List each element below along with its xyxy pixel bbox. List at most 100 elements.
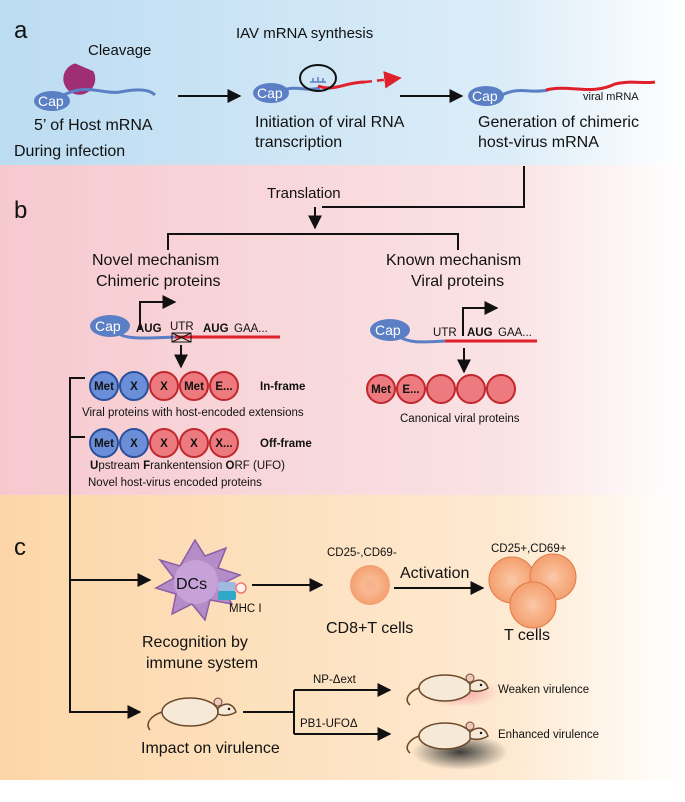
- initiation-label-1: Initiation of viral RNA: [255, 114, 405, 131]
- cap-icon-novel: [90, 315, 130, 337]
- panel-c-letter: c: [14, 534, 26, 561]
- mouse-icon: [147, 697, 237, 731]
- bead-x-4: [209, 428, 239, 458]
- base-pairing-icon: [310, 77, 326, 83]
- known-mechanism-label: Known mechanism: [386, 252, 521, 269]
- off-frame-label: Off-frame: [260, 438, 312, 450]
- bead-blank: [456, 374, 486, 404]
- start-arrow-novel: [139, 295, 177, 330]
- aug-known-label: AUG: [467, 327, 493, 339]
- tcells-label: T cells: [504, 627, 550, 644]
- dendritic-cell-icon: [154, 538, 242, 622]
- cd8-label: CD8+T cells: [326, 620, 413, 637]
- panel-a-background: [0, 0, 685, 165]
- activation-label: Activation: [400, 565, 469, 582]
- dcs-label: DCs: [176, 576, 207, 593]
- bead-x-2: [149, 371, 179, 401]
- viral-mrna-label: viral mRNA: [583, 91, 639, 103]
- cap-label-novel-text: Cap: [95, 318, 121, 334]
- bead-blank: [426, 374, 456, 404]
- bead-label: E...: [402, 384, 419, 396]
- weaken-label: Weaken virulence: [498, 684, 589, 696]
- bead-x-1: [119, 371, 149, 401]
- mouse-weaken-icon: [406, 673, 489, 706]
- mhc-block-1: [218, 582, 236, 591]
- bead-x-1: [119, 428, 149, 458]
- bead-e: [209, 371, 239, 401]
- mhc-label: MHC I: [229, 603, 262, 615]
- bead-label: Met: [94, 438, 114, 450]
- initiation-label-2: transcription: [255, 134, 342, 151]
- bead-label: X...: [215, 438, 232, 450]
- bead-label: Met: [94, 381, 114, 393]
- start-arrow-known: [462, 301, 499, 336]
- virulence-branch: [243, 690, 295, 734]
- bead-label: X: [130, 438, 138, 450]
- recognition-label-2: immune system: [146, 655, 258, 672]
- cap-label-initiation: Cap: [257, 85, 283, 101]
- cleavage-enzyme-icon: [63, 63, 96, 95]
- bead-label: Met: [371, 384, 391, 396]
- in-frame-desc: Viral proteins with host-encoded extensi…: [82, 407, 304, 419]
- recognition-label-1: Recognition by: [142, 634, 248, 651]
- cd-positive-label: CD25+,CD69+: [491, 543, 567, 555]
- cap-icon-initiation: [253, 83, 289, 103]
- chimeric-host-segment: [501, 88, 549, 97]
- chimeric-proteins-label: Chimeric proteins: [96, 273, 220, 290]
- bead-blank: [486, 374, 516, 404]
- cd-negative-label: CD25-,CD69-: [327, 547, 397, 559]
- viral-proteins-label: Viral proteins: [411, 273, 504, 290]
- branch-connector: [167, 233, 459, 250]
- pb1-label: PB1-UFOΔ: [300, 718, 358, 730]
- bead-met: [366, 374, 396, 404]
- bead-e: [396, 374, 426, 404]
- gaa-known-label: GAA...: [498, 327, 532, 339]
- bead-label: X: [190, 438, 198, 450]
- chimeric-viral-segment: [545, 80, 656, 92]
- cap-label: Cap: [38, 93, 64, 109]
- in-frame-label: In-frame: [260, 381, 305, 393]
- stop-box: [171, 332, 192, 343]
- viral-rna-extension: [364, 71, 402, 89]
- bead-label: X: [130, 381, 138, 393]
- bead-x-3: [179, 428, 209, 458]
- naive-tcell-nucleus: [364, 579, 376, 591]
- gaa-label: GAA...: [234, 323, 268, 335]
- host-mrna-strand: [54, 87, 157, 102]
- translation-label: Translation: [267, 185, 341, 202]
- initiation-circle: [299, 64, 337, 92]
- cap-icon-known: [370, 319, 410, 341]
- translation-connector: [322, 166, 525, 208]
- mouse-enhanced-icon: [406, 721, 489, 754]
- bead-label: X: [160, 381, 168, 393]
- utr-right-label: UTR: [433, 327, 457, 339]
- panel-b-letter: b: [14, 197, 27, 224]
- utr-label: UTR: [170, 321, 194, 333]
- np-label: NP-Δext: [313, 674, 357, 686]
- cap-label-known: Cap: [375, 322, 401, 338]
- enhanced-label: Enhanced virulence: [498, 729, 599, 741]
- impact-label: Impact on virulence: [141, 740, 280, 757]
- canonical-beads: Met E...: [366, 374, 516, 404]
- panel-a-title: IAV mRNA synthesis: [236, 25, 373, 42]
- off-frame-beads: Met X X X X...: [89, 428, 239, 458]
- generation-label-1: Generation of chimeric: [478, 114, 639, 131]
- aug-viral-label: AUG: [203, 323, 229, 335]
- off-frame-desc: Novel host-virus encoded proteins: [88, 477, 262, 489]
- bead-label: E...: [215, 381, 232, 393]
- canonical-desc: Canonical viral proteins: [400, 413, 520, 425]
- cap-icon: [34, 91, 70, 111]
- cap-icon-chimeric: [468, 86, 504, 106]
- bead-label: Met: [184, 381, 204, 393]
- cleavage-label: Cleavage: [88, 42, 151, 59]
- novel-mechanism-label: Novel mechanism: [92, 252, 219, 269]
- in-frame-beads: Met X X Met E...: [89, 371, 239, 401]
- bead-label: X: [160, 438, 168, 450]
- stop-cross-icon: [171, 332, 192, 343]
- bead-met-1: [89, 371, 119, 401]
- activated-tcells-icon: [488, 553, 577, 629]
- viral-rna-strand: [317, 80, 366, 90]
- panel-a-letter: a: [14, 17, 28, 44]
